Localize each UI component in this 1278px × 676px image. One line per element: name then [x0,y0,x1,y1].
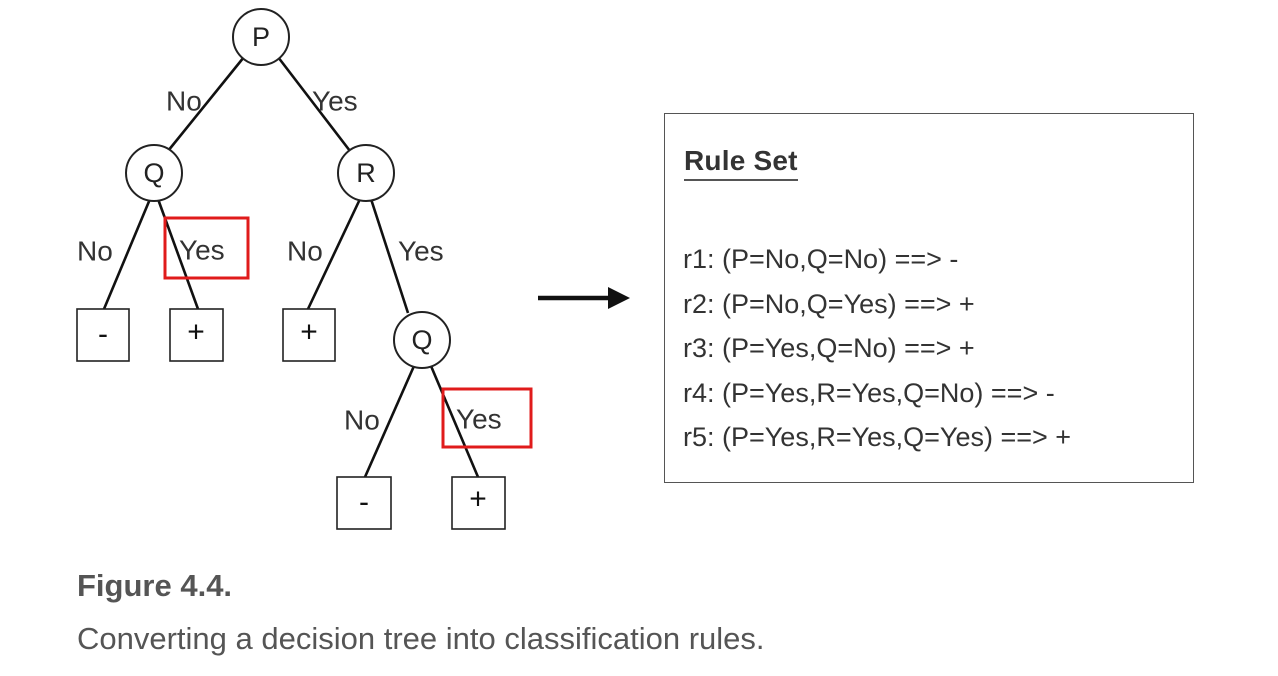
rule-item: r1: (P=No,Q=No) ==> - [683,244,959,274]
edge-p-q [166,56,246,152]
node-q-right-label: Q [411,325,432,355]
edge-q-leaf-minus [102,198,152,310]
leaf-minus-1-label: - [98,318,108,351]
leaf-plus-3: + [451,476,506,530]
highlight-box-yes-2 [441,387,533,449]
edge-label-r-no: No [287,236,323,267]
leaf-plus-2: + [282,308,336,362]
figure-label: Figure 4.4. [77,568,233,603]
leaf-plus-3-label: + [469,483,487,516]
edge-label-q2-yes: Yes [456,404,502,435]
rule-item: r4: (P=Yes,R=Yes,Q=No) ==> - [683,377,1055,408]
leaf-minus-1: - [76,308,130,362]
edge-label-q-yes: Yes [179,235,225,266]
node-p-label: P [252,22,270,52]
edge-label-p-yes: Yes [312,86,358,117]
leaf-plus-1-label: + [187,316,205,349]
node-q-left-label: Q [143,158,164,188]
node-p: P [232,8,290,66]
edge-label-p-no: No [166,86,202,117]
rule-list: r1: (P=No,Q=No) ==> - r2: (P=No,Q=Yes) =… [683,237,1071,460]
figure-caption: Converting a decision tree into classifi… [77,621,765,656]
arrow-right-icon [538,287,630,309]
leaf-plus-1: + [169,308,224,362]
leaf-minus-2: - [336,476,392,530]
rule-item: r3: (P=Yes,Q=No) ==> + [683,333,975,363]
edge-label-q-no: No [77,236,113,267]
edge-q2-leaf-plus [429,365,480,478]
edge-r-q [369,198,410,314]
highlight-box-yes-1 [163,216,250,280]
rule-set-box: Rule Set r1: (P=No,Q=No) ==> - r2: (P=No… [664,113,1194,483]
rule-item: r5: (P=Yes,R=Yes,Q=Yes) ==> + [683,422,1072,452]
rule-item: r2: (P=No,Q=Yes) ==> + [683,288,975,319]
node-q-right: Q [393,311,451,369]
edge-label-r-yes: Yes [398,236,444,267]
leaf-plus-2-label: + [300,316,318,349]
leaf-minus-2-label: - [359,486,369,519]
decision-tree: P Q R Q - + + - + No Yes No Yes No Yes N… [76,8,630,530]
node-r: R [337,144,395,202]
edge-r-leaf-plus [306,198,362,310]
edge-q2-leaf-minus [363,365,416,478]
edge-label-q2-no: No [344,405,380,436]
node-r-label: R [356,158,376,188]
node-q-left: Q [125,144,183,202]
edge-p-r [276,56,352,152]
rule-set-title: Rule Set [684,145,798,181]
